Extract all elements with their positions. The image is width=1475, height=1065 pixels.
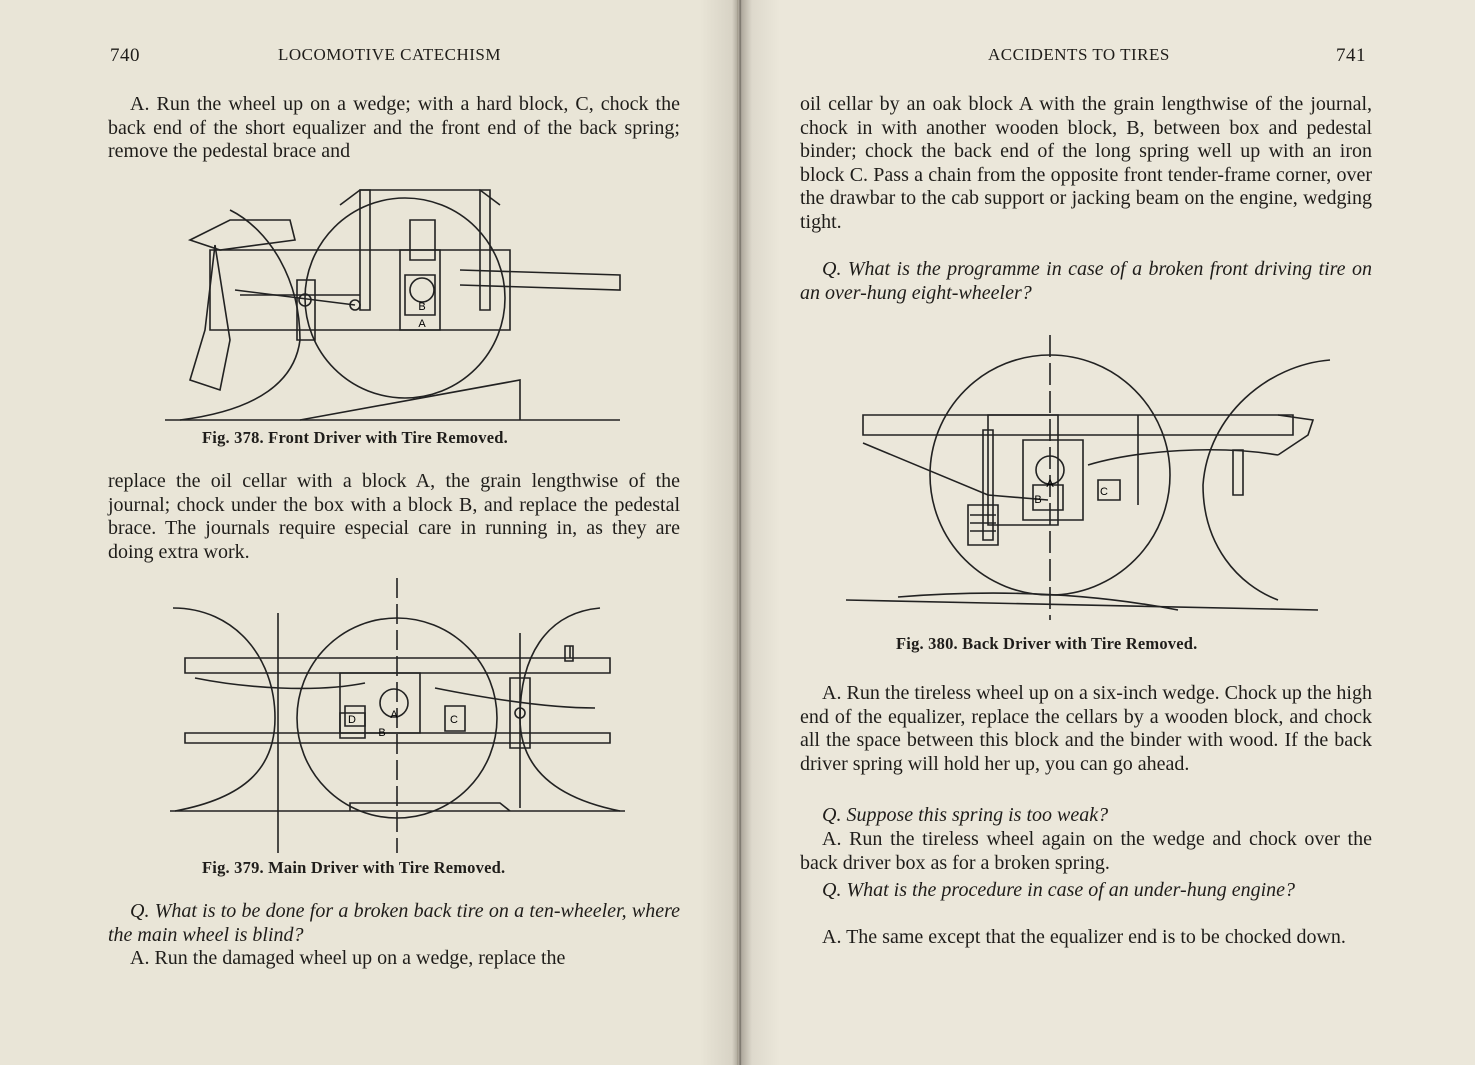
fig379-label-c: C (450, 714, 458, 726)
fig380-label-a: A (1046, 478, 1054, 490)
question: Q. What is the procedure in case of an u… (822, 879, 1296, 901)
page-number: 740 (110, 45, 140, 66)
paragraph: replace the oil cellar with a block A, t… (108, 470, 680, 563)
running-head: LOCOMOTIVE CATECHISM (278, 45, 501, 64)
figure-378-illustration: B A (160, 180, 630, 430)
fig378-label-b: B (418, 301, 425, 313)
running-head: ACCIDENTS TO TIRES (988, 45, 1170, 64)
page-number: 741 (1336, 45, 1366, 66)
question: Q. What is the programme in case of a br… (800, 258, 1372, 304)
paragraph: A. Run the wheel up on a wedge; with a h… (108, 93, 680, 162)
question: Q. Suppose this spring is too weak? (822, 804, 1109, 826)
answer: A. Run the damaged wheel up on a wedge, … (130, 947, 566, 969)
left-page: 740 LOCOMOTIVE CATECHISM A. Run the whee… (0, 0, 737, 1065)
figure-caption: Fig. 378. Front Driver with Tire Removed… (202, 428, 508, 447)
fig379-label-a: A (390, 709, 398, 721)
figure-379-illustration: D A B C (165, 578, 630, 853)
figure-caption: Fig. 379. Main Driver with Tire Removed. (202, 858, 506, 877)
fig380-label-b: B (1034, 494, 1041, 506)
fig380-label-c: C (1100, 486, 1108, 498)
figure-380-illustration: A B C (838, 335, 1333, 625)
paragraph: oil cellar by an oak block A with the gr… (800, 93, 1372, 233)
fig378-label-a: A (418, 318, 426, 330)
fig379-label-b: B (378, 727, 385, 739)
fig379-label-d: D (348, 714, 356, 726)
question: Q. What is to be done for a broken back … (108, 900, 680, 946)
answer: A. The same except that the equalizer en… (822, 926, 1346, 948)
figure-caption: Fig. 380. Back Driver with Tire Removed. (896, 634, 1198, 653)
answer: A. Run the tireless wheel up on a six-in… (800, 682, 1372, 775)
answer: A. Run the tireless wheel again on the w… (800, 828, 1372, 874)
right-page: ACCIDENTS TO TIRES 741 oil cellar by an … (738, 0, 1475, 1065)
